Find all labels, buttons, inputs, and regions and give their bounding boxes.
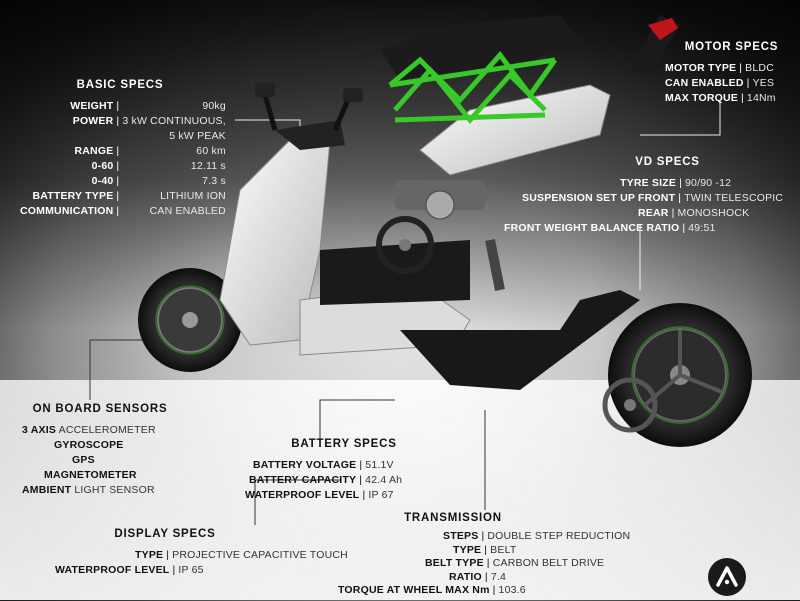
sensor-row-gps: GPS: [72, 454, 95, 466]
spec-value: 60 km: [196, 145, 226, 157]
rear-pulley: [602, 377, 658, 433]
spec-row-0-40: 0-40|: [91, 175, 120, 187]
battery-row-capacity: BATTERY CAPACITY|42.4 Ah: [249, 474, 403, 486]
spec-row-power: POWER|: [72, 115, 120, 127]
spec-value: LITHIUM ION: [160, 190, 226, 202]
spec-row-0-60: 0-60|: [91, 160, 120, 172]
vd-row-balance: FRONT WEIGHT BALANCE RATIO|49:51: [504, 222, 716, 234]
spec-row-power-2: [20, 129, 122, 144]
battery-specs-panel: BATTERY SPECS BATTERY VOLTAGE|51.1V BATT…: [245, 437, 425, 503]
motor-row-can: CAN ENABLED|YES: [665, 77, 775, 89]
spec-value: 90kg: [202, 100, 226, 112]
motor-specs-title: MOTOR SPECS: [684, 41, 779, 53]
display-row-type: TYPE|PROJECTIVE CAPACITIVE TOUCH: [135, 549, 348, 561]
transmission-row-belt-type: BELT TYPE|CARBON BELT DRIVE: [425, 557, 605, 569]
sensor-row-magnetometer: MAGNETOMETER: [44, 469, 137, 481]
rear-wheel: [608, 303, 752, 447]
vd-specs-panel: VD SPECS TYRE SIZE|90/90 -12 SUSPENSION …: [500, 155, 795, 236]
transmission-row-torque: TORQUE AT WHEEL MAX Nm|103.6: [338, 584, 526, 596]
transmission-row-ratio: RATIO|7.4: [449, 570, 507, 583]
battery-row-voltage: BATTERY VOLTAGE|51.1V: [253, 459, 394, 471]
battery-row-waterproof: WATERPROOF LEVEL|IP 67: [245, 489, 394, 501]
spec-row-weight: WEIGHT|: [70, 100, 120, 112]
basic-specs-title: BASIC SPECS: [76, 79, 164, 91]
sensor-row-ambient: AMBIENT LIGHT SENSOR: [22, 484, 155, 496]
front-wheel: [138, 268, 242, 372]
transmission-panel: TRANSMISSION STEPS|DOUBLE STEP REDUCTION…: [338, 511, 638, 598]
battery-specs-title: BATTERY SPECS: [291, 438, 397, 450]
display-row-waterproof: WATERPROOF LEVEL|IP 65: [55, 564, 204, 576]
spec-value: 12.11 s: [190, 160, 226, 172]
sensors-panel: ON BOARD SENSORS 3 AXIS ACCELEROMETER GY…: [20, 402, 180, 498]
sensors-title: ON BOARD SENSORS: [32, 403, 168, 415]
vd-row-tyre: TYRE SIZE|90/90 -12: [620, 177, 732, 189]
motor-specs-panel: MOTOR SPECS MOTOR TYPE|BLDC CAN ENABLED|…: [665, 40, 790, 106]
vd-specs-title: VD SPECS: [635, 156, 700, 168]
display-specs-panel: DISPLAY SPECS TYPE|PROJECTIVE CAPACITIVE…: [55, 527, 355, 578]
sensor-row-gyro: GYROSCOPE: [54, 439, 124, 451]
spec-value: 7.3 s: [202, 175, 226, 187]
callout-lines-dark: [89, 339, 486, 525]
scooter-body: [219, 83, 640, 390]
motor-row-type: MOTOR TYPE|BLDC: [665, 62, 774, 74]
spec-value: CAN ENABLED: [149, 205, 226, 217]
tail-light: [648, 18, 678, 40]
display-specs-title: DISPLAY SPECS: [114, 528, 216, 540]
spec-row-range: RANGE|: [74, 145, 120, 157]
transmission-row-steps: STEPS|DOUBLE STEP REDUCTION: [443, 530, 631, 542]
motor-assembly: [376, 180, 505, 291]
basic-specs-panel: BASIC SPECS WEIGHT| 90kg POWER|3 kW CONTI…: [20, 78, 226, 219]
spec-row-battery-type: BATTERY TYPE|: [32, 190, 120, 202]
vd-row-rear: REAR|MONOSHOCK: [638, 207, 750, 219]
brand-logo-icon: [708, 558, 746, 596]
motor-row-torque: MAX TORQUE|14Nm: [665, 92, 776, 104]
transmission-row-type: TYPE|BELT: [453, 543, 517, 556]
seat-and-frame: [380, 15, 580, 124]
sensor-row-accel: 3 AXIS ACCELEROMETER: [22, 424, 156, 436]
white-side-panel: [419, 84, 611, 176]
spec-value: 5 kW PEAK: [169, 130, 226, 142]
vd-row-suspension: SUSPENSION SET UP FRONT|TWIN TELESCOPIC: [522, 192, 784, 204]
transmission-title: TRANSMISSION: [404, 512, 502, 524]
spec-value: 3 kW CONTINUOUS,: [122, 115, 226, 127]
spec-row-communication: COMMUNICATION|: [20, 205, 120, 217]
